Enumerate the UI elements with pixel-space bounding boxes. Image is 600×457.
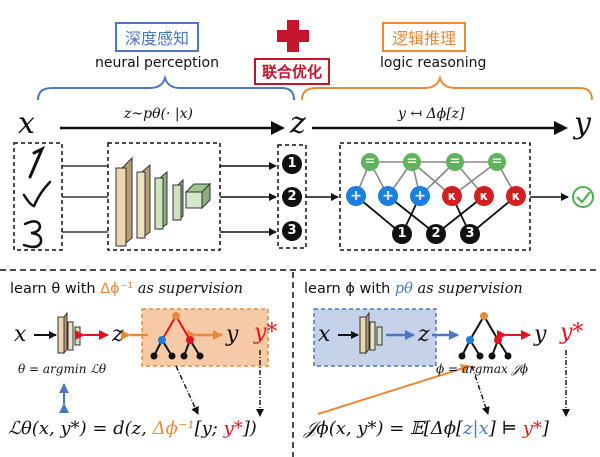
tree-box (339, 142, 531, 251)
tree-leaf-node: 1 (392, 224, 412, 244)
reasoning-en-label: logic reasoning (380, 55, 487, 71)
right-y-variable: y (534, 322, 547, 347)
z-variable: z (290, 106, 306, 141)
cnn-small-left-icon (57, 311, 81, 355)
loss-formula: ℒθ(x, y*) = d(z, Δϕ⁻¹[y; y*]) (8, 418, 257, 439)
right-ystar-variable: y* (560, 320, 584, 345)
tree-eq-node: = (403, 153, 421, 171)
check-glyph (22, 180, 52, 208)
tree-eq-node: = (361, 153, 379, 171)
reasoning-formula: y ↤ Δϕ[z] (398, 106, 465, 122)
perception-en-label: neural perception (95, 55, 219, 71)
cnn-icon (115, 156, 212, 248)
tree-k-node: κ (506, 186, 526, 206)
z-value-2: 2 (282, 187, 302, 207)
tree-k-node: κ (474, 186, 494, 206)
x-variable: x (18, 106, 35, 141)
z-value-3: 3 (282, 221, 302, 241)
argmin-formula: θ = argmin ℒθ (18, 362, 107, 376)
reasoning-cn-label: 逻辑推理 (382, 22, 467, 52)
digit-3-glyph (22, 220, 43, 249)
left-z-variable: z (112, 322, 124, 347)
right-title: learn ϕ with pθ as supervision (304, 281, 523, 297)
check-circle-icon (572, 186, 594, 208)
perception-cn-label: 深度感知 (115, 22, 200, 52)
small-tree-left (150, 312, 204, 360)
tree-leaf-node: 2 (426, 224, 446, 244)
tree-eq-node: = (446, 153, 464, 171)
network-box (107, 142, 221, 251)
right-z-variable: z (418, 322, 430, 347)
plus-icon (277, 20, 309, 52)
y-variable: y (574, 106, 591, 141)
tree-leaf-node: 3 (460, 224, 480, 244)
z-value-1: 1 (282, 154, 302, 174)
left-ystar-variable: y* (254, 320, 278, 345)
left-y-variable: y (226, 322, 239, 347)
tree-k-node: κ (442, 186, 462, 206)
reasoning-brace (301, 74, 593, 101)
argmax-formula: ϕ = argmax 𝒥ϕ (436, 362, 529, 376)
objective-formula: 𝒥ϕ(x, y*) = 𝔼[Δϕ[z|x] ⊨ y*] (304, 418, 549, 439)
right-x-variable: x (318, 322, 331, 347)
left-x-variable: x (14, 322, 27, 347)
tree-plus-node: + (378, 186, 398, 206)
joint-optimization-label: 联合优化 (254, 58, 331, 85)
tree-plus-node: + (410, 186, 430, 206)
tree-eq-node: = (488, 153, 506, 171)
digit-1-glyph (28, 145, 45, 179)
perception-brace (37, 74, 295, 101)
tree-plus-node: + (346, 186, 366, 206)
cnn-small-right-icon (359, 311, 383, 355)
perception-formula: z~pθ(· |x) (124, 106, 193, 122)
left-title: learn θ with Δϕ⁻¹ as supervision (10, 281, 244, 297)
small-tree-right (458, 312, 512, 360)
